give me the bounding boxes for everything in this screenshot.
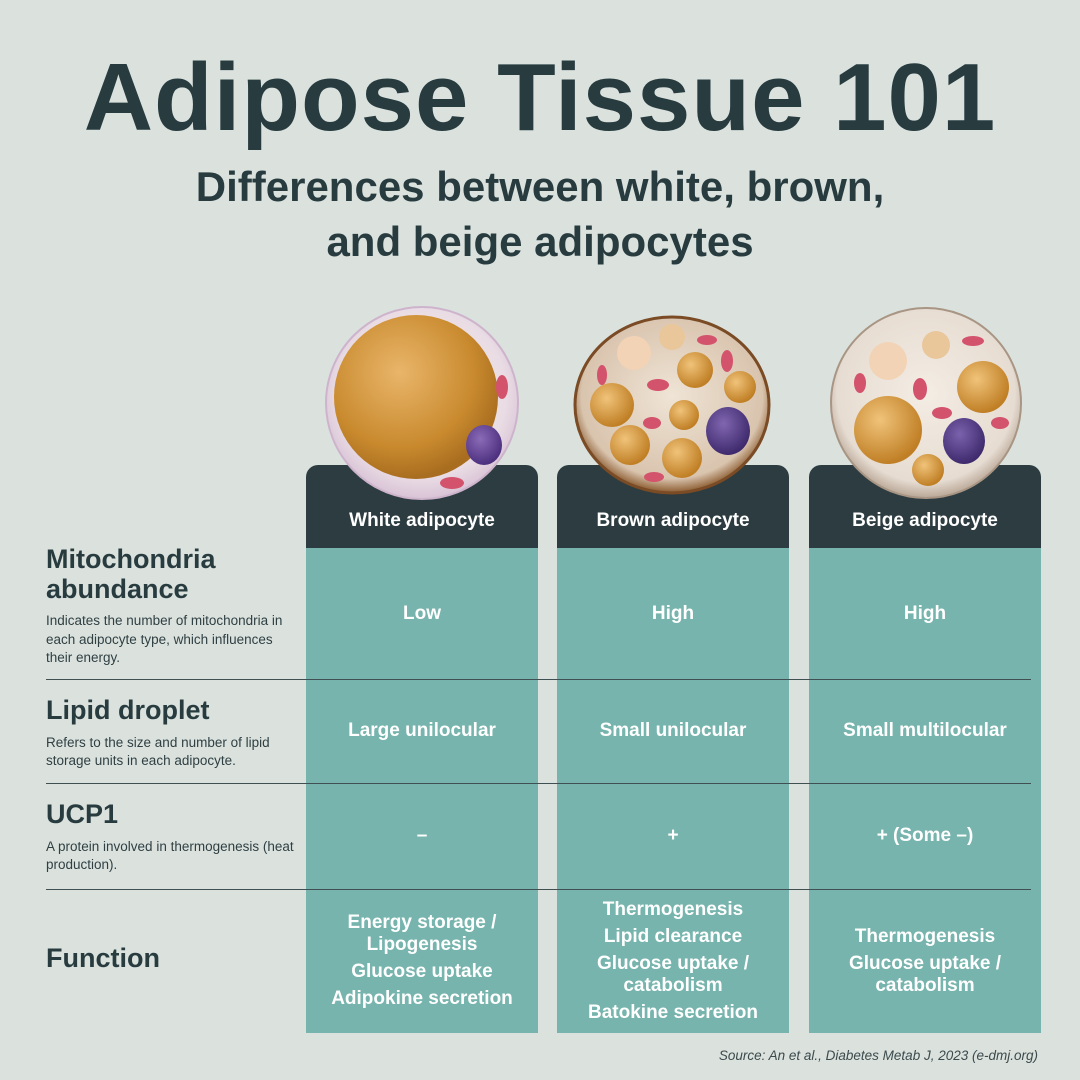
function-item: Energy storage / Lipogenesis bbox=[347, 912, 497, 955]
cell-white-mitochondria: Low bbox=[403, 602, 441, 624]
beige-column bbox=[809, 548, 1041, 1033]
function-item: Thermogenesis bbox=[854, 926, 996, 948]
row-label-mitochondria: Mitochondria abundance Indicates the num… bbox=[46, 544, 296, 667]
cell-brown-function: Thermogenesis Lipid clearance Glucose up… bbox=[557, 889, 789, 1033]
source-citation: Source: An et al., Diabetes Metab J, 202… bbox=[718, 1048, 1038, 1063]
row-title: Function bbox=[46, 943, 160, 973]
cell-brown-ucp1: + bbox=[667, 825, 679, 847]
row-title: Mitochondria abundance bbox=[46, 544, 216, 604]
page-title: Adipose Tissue 101 bbox=[83, 44, 997, 151]
row-divider bbox=[46, 679, 1031, 680]
cell-beige-ucp1: + (Some –) bbox=[876, 825, 974, 847]
row-divider bbox=[46, 783, 1031, 784]
cell-beige-lipid: Small multilocular bbox=[843, 720, 1007, 742]
function-item: Thermogenesis bbox=[602, 898, 744, 920]
row-label-ucp1: UCP1 A protein involved in thermogenesis… bbox=[46, 799, 296, 874]
cell-white-function: Energy storage / Lipogenesis Glucose upt… bbox=[306, 889, 538, 1033]
cell-brown-lipid: Small unilocular bbox=[599, 720, 747, 742]
row-divider bbox=[46, 889, 1031, 890]
row-label-function: Function bbox=[46, 943, 296, 974]
row-title: UCP1 bbox=[46, 799, 119, 829]
cell-beige-function: Thermogenesis Glucose uptake / catabolis… bbox=[809, 889, 1041, 1033]
cell-white-lipid: Large unilocular bbox=[348, 720, 496, 742]
subtitle-line-1: Differences between white, brown, bbox=[195, 163, 885, 210]
cell-white-ucp1: – bbox=[416, 825, 428, 847]
function-item: Batokine secretion bbox=[588, 1001, 758, 1023]
function-item: Glucose uptake / catabolism bbox=[596, 953, 750, 996]
function-item: Glucose uptake / catabolism bbox=[848, 953, 1002, 996]
cell-brown-mitochondria: High bbox=[651, 602, 695, 624]
brown-column bbox=[557, 548, 789, 1033]
white-adipocyte-illustration bbox=[325, 306, 519, 500]
white-column bbox=[306, 548, 538, 1033]
page-subtitle: Differences between white, brown, and be… bbox=[0, 160, 1080, 269]
row-title: Lipid droplet bbox=[46, 695, 210, 725]
function-item: Glucose uptake bbox=[351, 961, 493, 982]
beige-adipocyte-illustration bbox=[830, 307, 1022, 499]
row-description: Indicates the number of mitochondria in … bbox=[46, 613, 283, 665]
row-label-lipid-droplet: Lipid droplet Refers to the size and num… bbox=[46, 695, 296, 770]
cell-beige-mitochondria: High bbox=[903, 602, 947, 624]
function-item: Adipokine secretion bbox=[331, 988, 513, 1010]
row-description: Refers to the size and number of lipid s… bbox=[46, 734, 270, 768]
brown-adipocyte-illustration bbox=[573, 315, 771, 495]
function-item: Lipid clearance bbox=[603, 926, 743, 948]
subtitle-line-2: and beige adipocytes bbox=[326, 217, 754, 265]
row-description: A protein involved in thermogenesis (hea… bbox=[46, 838, 294, 872]
